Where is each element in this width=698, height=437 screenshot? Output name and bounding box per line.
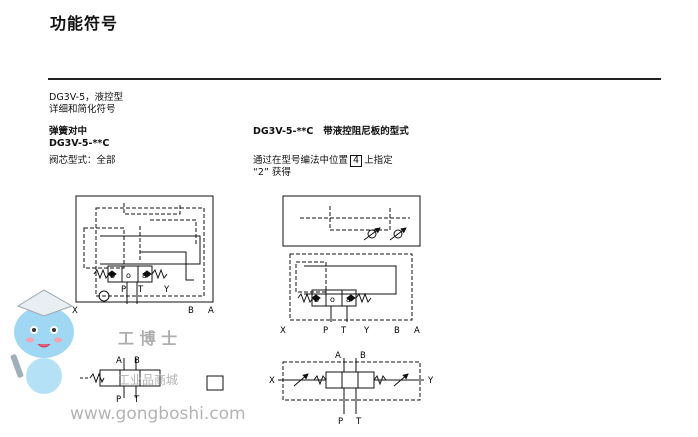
- section-subtitle: 详细和简化符号: [49, 104, 116, 115]
- right-note-pre: 通过在型号编法中位置: [253, 155, 349, 166]
- rs-port-p: P: [338, 417, 343, 427]
- right-detailed-symbol: [282, 195, 421, 322]
- left-spool-type: 阀芯型式：全部: [49, 155, 116, 166]
- spring-left: [93, 268, 110, 280]
- right-heading: DG3V-5-**C 带液控阻尼板的型式: [253, 126, 409, 137]
- plain-square: [206, 375, 224, 391]
- rs-port-x: X: [269, 376, 275, 386]
- page-title: 功能符号: [50, 14, 119, 33]
- simple-port-a: A: [116, 356, 122, 366]
- rs-port-y: Y: [427, 376, 434, 386]
- r-port-b: B: [394, 326, 400, 336]
- right-port-labels: X P T Y B A b o a: [280, 295, 420, 336]
- watermark-mascot: [10, 289, 74, 394]
- rs-port-a: A: [335, 351, 341, 361]
- simple-port-t: T: [133, 395, 140, 405]
- r-port-t: T: [340, 326, 347, 336]
- pilot-valve-boundary: [75, 195, 214, 303]
- port-x: X: [72, 306, 78, 316]
- simple-port-p: P: [116, 395, 121, 405]
- spring-right: [151, 268, 168, 280]
- title-divider: [48, 78, 661, 80]
- r-port-y: Y: [363, 326, 370, 336]
- r-port-p: P: [323, 326, 328, 336]
- right-simplified-symbol: [278, 358, 424, 414]
- r-spool-o: o: [330, 295, 335, 304]
- r-port-x: X: [280, 326, 286, 336]
- simple-port-b: B: [134, 356, 140, 366]
- right-simplified-labels: X Y A B P T: [269, 351, 434, 427]
- spool-o: o: [126, 271, 131, 280]
- port-b: B: [188, 306, 194, 316]
- port-p: P: [121, 285, 126, 295]
- spool-b: b: [110, 271, 115, 280]
- right-note-post: 上指定: [364, 155, 393, 166]
- left-heading: 弹簧对中: [49, 126, 88, 137]
- left-simplified-symbol: [80, 358, 224, 398]
- check-throttle-right: [389, 227, 407, 241]
- port-a: A: [208, 306, 214, 316]
- section-model: DG3V-5，液控型: [49, 92, 124, 103]
- left-port-labels: X P T Y B A b o a: [72, 271, 214, 316]
- position-box: 4: [350, 155, 363, 167]
- rs-port-t: T: [355, 417, 362, 427]
- watermark-brand: 工 博 士: [118, 329, 177, 348]
- r-spool-a: a: [346, 295, 351, 304]
- rs-port-b: B: [360, 351, 366, 361]
- watermark-tagline: 工业品商城: [118, 372, 178, 387]
- check-throttle-left: [363, 227, 381, 241]
- damper-plate-boundary: [282, 195, 421, 247]
- right-note-line2: “2” 获得: [253, 167, 291, 178]
- left-detailed-symbol: [75, 195, 214, 304]
- r-port-a: A: [414, 326, 420, 336]
- spool-a: a: [142, 271, 147, 280]
- left-model: DG3V-5-**C: [49, 138, 110, 149]
- r-spool-b: b: [314, 295, 319, 304]
- port-t: T: [137, 285, 144, 295]
- watermark-url: www.gongboshi.com: [70, 404, 246, 424]
- port-y: Y: [163, 285, 170, 295]
- spring-simple-left: [89, 372, 105, 384]
- left-simplified-labels: A B P T: [116, 356, 140, 405]
